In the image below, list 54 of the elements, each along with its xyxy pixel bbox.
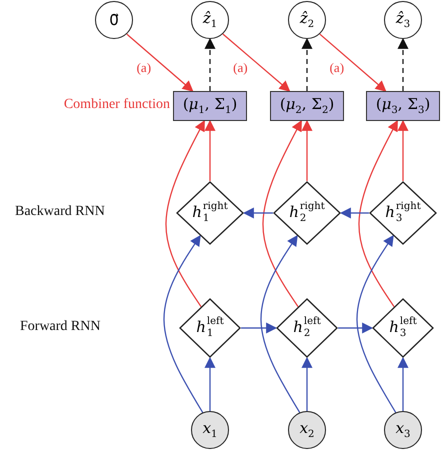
edge-label: (a) <box>232 60 249 76</box>
arrow <box>338 322 374 334</box>
arrow <box>340 208 369 218</box>
variable-circle <box>95 1 133 39</box>
hidden-state-diamond <box>369 181 437 245</box>
math-label: 0⃗ <box>109 12 119 28</box>
hidden-state-diamond <box>372 298 434 358</box>
arrow <box>126 34 194 92</box>
math-label: ẑ$_{3}$ <box>396 10 410 30</box>
input-circle <box>288 411 326 449</box>
arrow <box>222 34 290 92</box>
hidden-state-diamond <box>179 298 241 358</box>
arrow <box>302 38 312 91</box>
math-label: x$_{1}$ <box>202 420 218 440</box>
arrow <box>262 120 302 307</box>
arrow <box>241 322 278 334</box>
arrow <box>204 38 216 91</box>
arrow <box>260 234 300 413</box>
variable-circle <box>191 1 229 39</box>
hidden-state-diamond <box>273 181 341 245</box>
arrow <box>398 356 408 411</box>
arrow <box>165 120 205 307</box>
arrow <box>398 38 408 91</box>
hidden-state-diamond <box>176 181 244 245</box>
variable-circle <box>288 1 326 39</box>
hidden-state-diamond <box>276 298 338 358</box>
math-label: x$_{3}$ <box>396 420 410 440</box>
arrow <box>302 120 312 181</box>
arrow <box>204 120 216 181</box>
arrow <box>163 234 204 413</box>
arrow <box>302 356 312 411</box>
math-label: (μ$_{1}$, Σ$_{1}$) <box>182 96 238 116</box>
arrow <box>398 120 408 181</box>
math-label: (μ$_{3}$, Σ$_{3}$) <box>376 96 430 116</box>
row-label: Combiner function <box>64 97 170 113</box>
combiner-box <box>173 91 247 121</box>
math-label: x$_{2}$ <box>300 420 314 440</box>
arrow <box>356 234 396 413</box>
row-label: Forward RNN <box>20 319 100 335</box>
edge-label: (a) <box>328 60 346 76</box>
arrow <box>204 356 216 411</box>
math-label: ẑ$_{1}$ <box>202 10 218 30</box>
math-label: ẑ$_{2}$ <box>300 10 314 30</box>
arrow <box>358 120 398 307</box>
input-circle <box>191 411 229 449</box>
combiner-box <box>366 91 440 121</box>
variable-circle <box>384 1 422 39</box>
arrow <box>319 34 386 92</box>
input-circle <box>384 411 422 449</box>
combiner-box <box>270 91 344 121</box>
edge-label: (a) <box>136 60 152 76</box>
row-label: Backward RNN <box>15 204 105 220</box>
arrow <box>242 208 273 218</box>
math-label: (μ$_{2}$, Σ$_{2}$) <box>280 96 334 116</box>
